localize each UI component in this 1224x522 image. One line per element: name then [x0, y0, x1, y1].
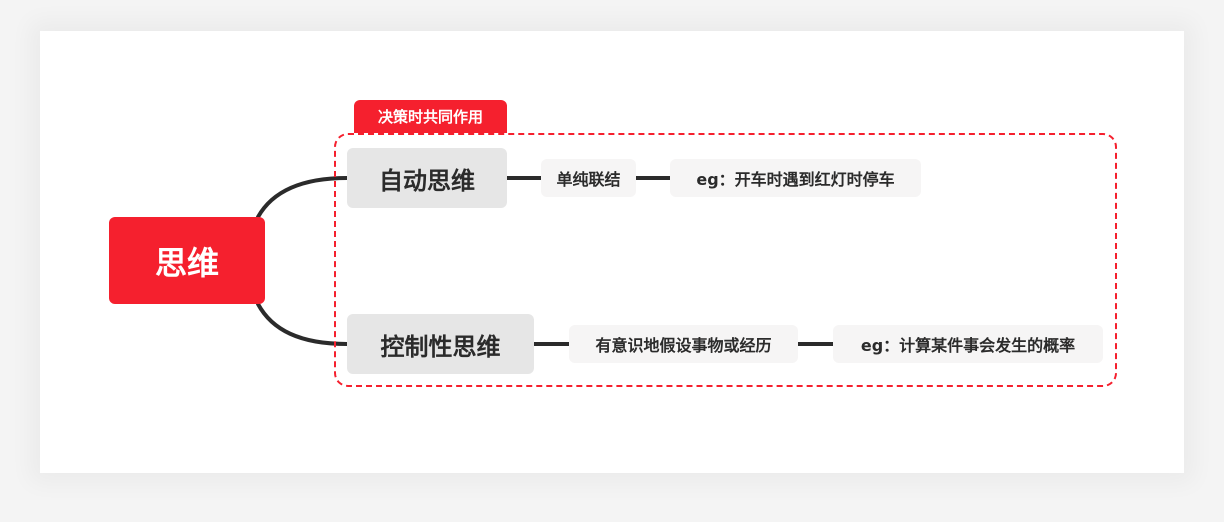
connector-root-to-auto: [256, 176, 349, 219]
boundary-label[interactable]: 决策时共同作用: [354, 100, 507, 133]
example-node-automatic[interactable]: eg：开车时遇到红灯时停车: [670, 159, 921, 197]
example-node-controlled[interactable]: eg：计算某件事会发生的概率: [833, 325, 1103, 363]
connector-root-to-controlled: [256, 302, 349, 346]
detail-node-automatic[interactable]: 单纯联结: [541, 159, 636, 197]
detail-node-controlled[interactable]: 有意识地假设事物或经历: [569, 325, 798, 363]
summary-boundary[interactable]: [334, 133, 1117, 387]
root-node[interactable]: 思维: [109, 217, 265, 304]
branch-node-automatic-thinking[interactable]: 自动思维: [347, 148, 507, 208]
branch-node-controlled-thinking[interactable]: 控制性思维: [347, 314, 534, 374]
